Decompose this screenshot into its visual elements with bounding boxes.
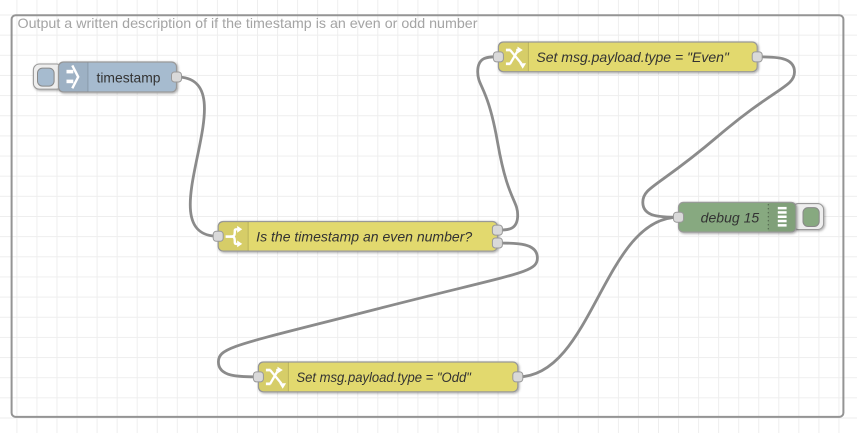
- svg-text:Set msg.payload.type = "Even": Set msg.payload.type = "Even": [536, 49, 730, 65]
- svg-text:Output a written description o: Output a written description of if the t…: [18, 15, 478, 31]
- svg-text:Set msg.payload.type = "Odd": Set msg.payload.type = "Odd": [296, 369, 471, 385]
- svg-text:Is the timestamp an even numbe: Is the timestamp an even number?: [256, 229, 472, 245]
- svg-text:debug 15: debug 15: [701, 210, 760, 226]
- svg-text:timestamp: timestamp: [97, 69, 161, 85]
